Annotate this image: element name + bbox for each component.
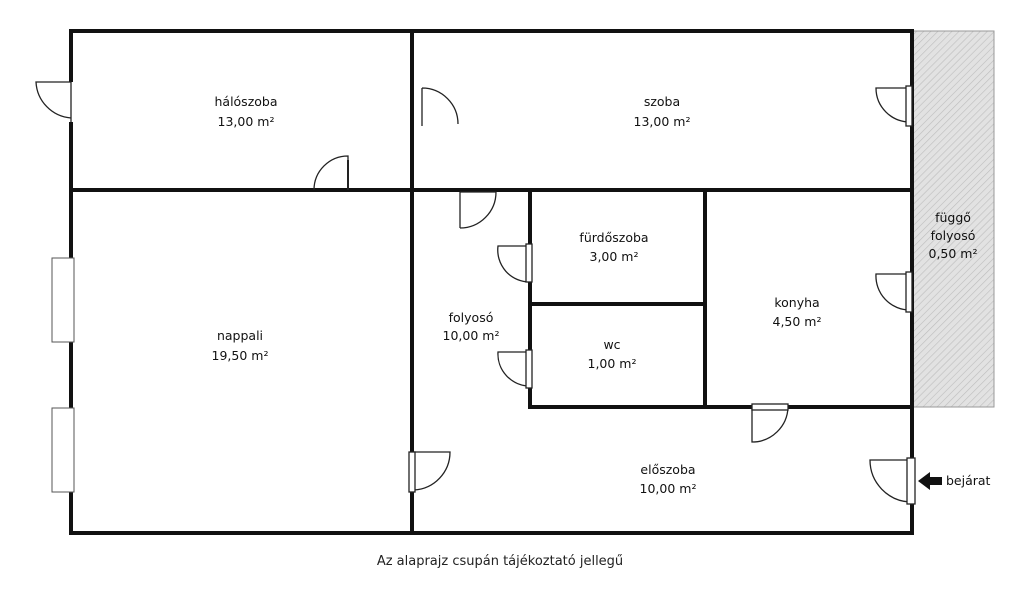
fuggo-folyoso-name-2: folyosó: [931, 228, 976, 243]
folyoso-name: folyosó: [449, 310, 494, 325]
entrance-marker: bejárat: [918, 472, 991, 490]
wc-area: 1,00 m²: [588, 356, 637, 371]
doors: [35, 81, 916, 505]
folyoso-area: 10,00 m²: [443, 328, 500, 343]
haloszoba-name: hálószoba: [214, 94, 277, 109]
plan-caption: Az alaprajz csupán tájékoztató jellegű: [376, 554, 624, 569]
walls: [69, 29, 914, 535]
eloszoba-name: előszoba: [640, 462, 695, 477]
wc-name: wc: [603, 337, 620, 352]
room-labels: hálószoba 13,00 m² szoba 13,00 m² nappal…: [212, 94, 978, 496]
fuggo-folyoso-name-1: függő: [935, 210, 971, 225]
konyha-name: konyha: [774, 295, 819, 310]
fuggo-folyoso-area: 0,50 m²: [929, 246, 978, 261]
eloszoba-area: 10,00 m²: [640, 481, 697, 496]
arrow-left-icon: [918, 472, 942, 490]
haloszoba-area: 13,00 m²: [218, 114, 275, 129]
furdoszoba-name: fürdőszoba: [579, 230, 648, 245]
furdoszoba-area: 3,00 m²: [590, 249, 639, 264]
fuggo-folyoso-area: [911, 30, 995, 408]
konyha-area: 4,50 m²: [773, 314, 822, 329]
nappali-area: 19,50 m²: [212, 348, 269, 363]
szoba-area: 13,00 m²: [634, 114, 691, 129]
entrance-label: bejárat: [946, 473, 991, 488]
szoba-name: szoba: [644, 94, 680, 109]
nappali-name: nappali: [217, 328, 263, 343]
